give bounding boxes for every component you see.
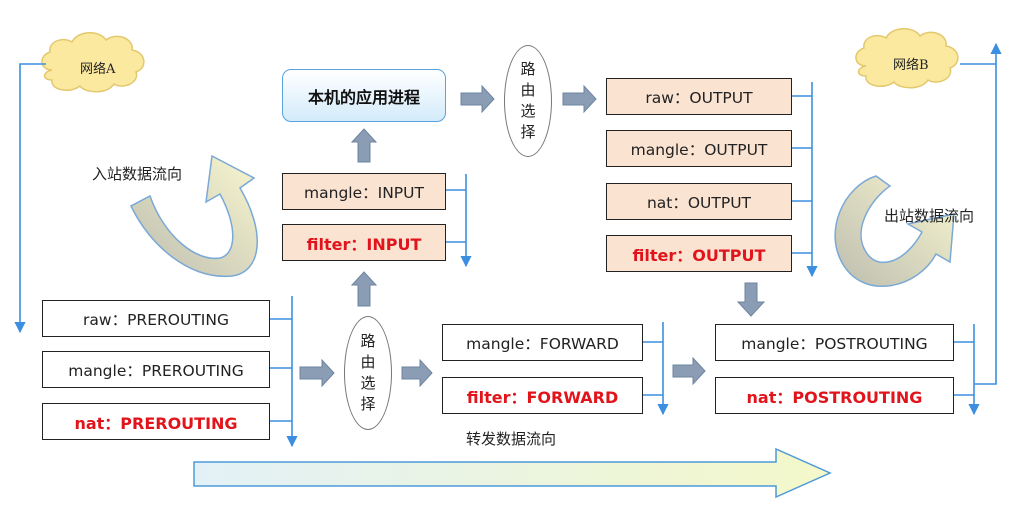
chain-nat-output: nat：OUTPUT (606, 183, 792, 220)
outbound-flow-label: 出站数据流向 (884, 207, 975, 225)
routing-char: 选 (520, 102, 536, 120)
chain-mangle-forward: mangle：FORWARD (442, 324, 643, 361)
routing-char: 由 (360, 353, 376, 371)
routing-decision-bottom: 路 由 选 择 (344, 316, 392, 430)
arrow-prerouting-to-router (299, 358, 335, 388)
chain-filter-input: filter：INPUT (282, 224, 446, 261)
chain-raw-prerouting: raw：PREROUTING (42, 300, 270, 337)
network-a-label: 网络A (80, 62, 116, 77)
arrow-router-to-output (562, 84, 597, 114)
arrow-router-to-input (350, 271, 378, 307)
forward-direction-arrow (193, 447, 832, 499)
flow-lines (14, 42, 1002, 448)
chain-mangle-output: mangle：OUTPUT (606, 130, 792, 167)
chain-raw-output: raw：OUTPUT (606, 78, 792, 115)
arrow-forward-to-postrouting (672, 356, 706, 386)
arrow-app-to-router (460, 84, 495, 114)
arrow-output-to-postrouting (736, 282, 766, 317)
block-arrows (299, 84, 766, 388)
chain-mangle-input: mangle：INPUT (282, 173, 446, 210)
inbound-flow-label: 入站数据流向 (92, 165, 183, 183)
routing-char: 选 (360, 374, 376, 392)
network-b-label: 网络B (893, 58, 929, 73)
chain-nat-prerouting: nat：PREROUTING (42, 403, 270, 440)
local-app-process: 本机的应用进程 (282, 69, 446, 122)
chain-mangle-prerouting: mangle：PREROUTING (42, 351, 270, 388)
chain-filter-forward: filter：FORWARD (442, 377, 643, 414)
routing-char: 择 (520, 123, 536, 141)
arrow-input-to-app (350, 128, 378, 163)
routing-char: 择 (360, 395, 376, 413)
outbound-curved-arrow (834, 175, 955, 288)
cloud-network-a (41, 32, 145, 93)
routing-char: 路 (520, 60, 536, 78)
cloud-network-b (855, 28, 959, 89)
chain-mangle-postrouting: mangle：POSTROUTING (715, 324, 954, 361)
routing-char: 路 (360, 332, 376, 350)
chain-nat-postrouting: nat：POSTROUTING (715, 377, 954, 414)
inbound-curved-arrow (130, 154, 258, 277)
forward-flow-label: 转发数据流向 (466, 430, 557, 448)
chain-filter-output: filter：OUTPUT (606, 235, 792, 272)
routing-decision-top: 路 由 选 择 (504, 45, 552, 157)
arrow-router-to-forward (401, 358, 433, 388)
routing-char: 由 (520, 81, 536, 99)
